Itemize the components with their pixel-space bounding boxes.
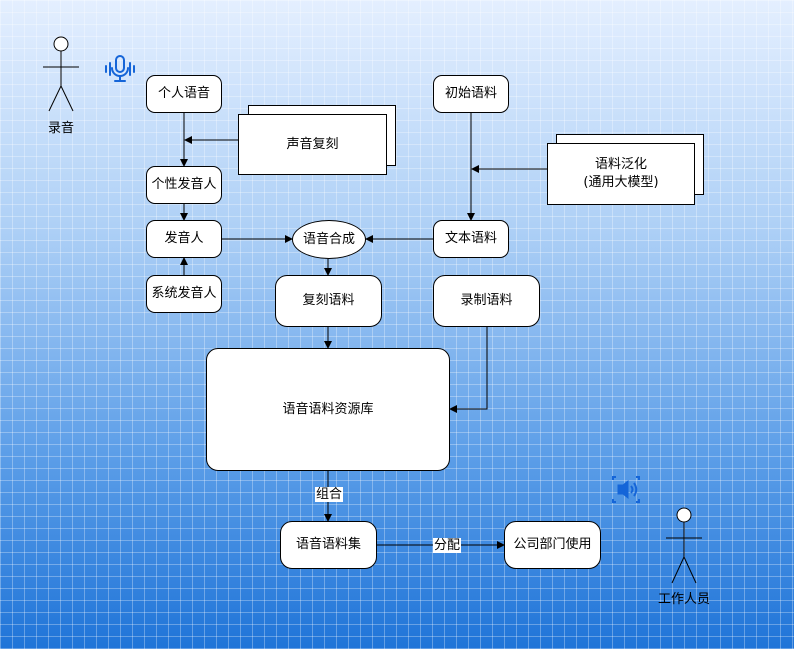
staff-actor-figure	[666, 507, 702, 584]
corpus-generalization-node[interactable]: 语料泛化 (通用大模型)	[547, 143, 695, 205]
corpus-generalization-line1: 语料泛化	[594, 157, 647, 173]
recorder-actor-label: 录音	[48, 121, 75, 136]
corpus-generalization-line2: (通用大模型)	[583, 175, 659, 190]
initial-corpus-node[interactable]: 初始语料	[433, 75, 509, 113]
text-corpus-node[interactable]: 文本语料	[433, 220, 509, 258]
system-speaker-node[interactable]: 系统发音人	[146, 275, 222, 313]
voice-clone-node[interactable]: 声音复刻	[238, 114, 387, 175]
edge-recorded-to-library	[449, 327, 488, 413]
company-use-node[interactable]: 公司部门使用	[504, 521, 601, 569]
combine-edge-label: 组合	[315, 487, 344, 502]
speaker-icon	[612, 476, 640, 503]
recorded-corpus-node[interactable]: 录制语料	[433, 275, 540, 327]
staff-actor-label: 工作人员	[658, 592, 711, 607]
distribute-edge-label: 分配	[433, 538, 462, 553]
speech-synthesis-node[interactable]: 语音合成	[292, 220, 366, 259]
speaker-node[interactable]: 发音人	[146, 220, 222, 258]
microphone-icon	[105, 55, 135, 82]
resource-library-node[interactable]: 语音语料资源库	[206, 348, 450, 471]
personal-speaker-node[interactable]: 个性发音人	[146, 166, 222, 204]
cloned-corpus-node[interactable]: 复刻语料	[275, 275, 382, 327]
personal-voice-node[interactable]: 个人语音	[146, 75, 222, 113]
speech-corpus-set-node[interactable]: 语音语料集	[280, 521, 377, 569]
recorder-actor-figure	[43, 36, 79, 112]
